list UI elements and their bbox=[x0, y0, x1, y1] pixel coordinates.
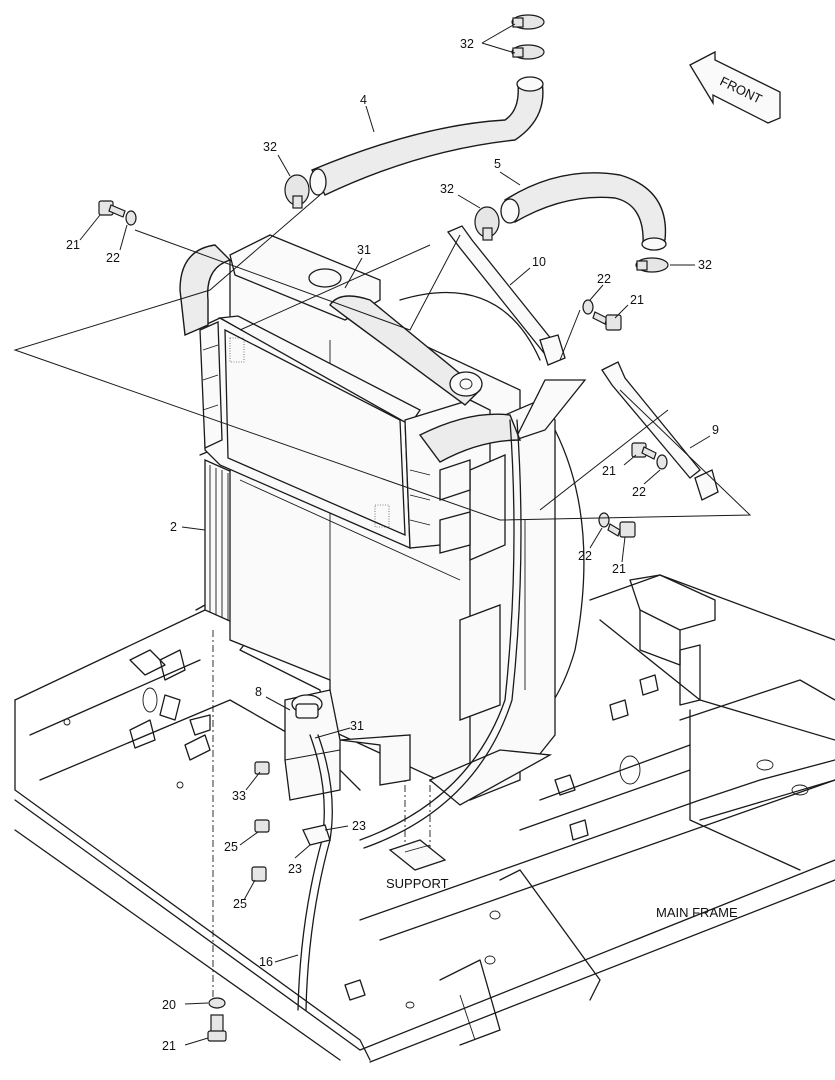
upper-hose-4 bbox=[309, 76, 544, 196]
reserve-tank bbox=[284, 689, 411, 801]
callout-31: 31 bbox=[357, 243, 371, 257]
front-direction-arrow: FRONT bbox=[689, 50, 781, 124]
callout-21: 21 bbox=[612, 562, 626, 576]
callout-23: 23 bbox=[288, 862, 302, 876]
callout-labels: 32 4 32 5 32 32 21 22 31 10 22 21 9 21 2… bbox=[66, 37, 719, 1053]
fasteners bbox=[98, 200, 668, 1042]
hose-clamps bbox=[284, 14, 669, 273]
overflow-hose bbox=[297, 419, 522, 1011]
callout-25: 25 bbox=[233, 897, 247, 911]
captions: SUPPORT MAIN FRAME bbox=[386, 876, 738, 920]
callout-21: 21 bbox=[162, 1039, 176, 1053]
core-grid-left bbox=[229, 337, 245, 363]
main-frame-caption: MAIN FRAME bbox=[656, 905, 738, 920]
callout-22: 22 bbox=[632, 485, 646, 499]
callout-20: 20 bbox=[162, 998, 176, 1012]
main-frame bbox=[14, 574, 835, 1063]
callout-32: 32 bbox=[263, 140, 277, 154]
hose-5 bbox=[500, 172, 667, 251]
leader-lines bbox=[13, 23, 752, 1046]
callout-33: 33 bbox=[232, 789, 246, 803]
callout-4: 4 bbox=[360, 93, 367, 107]
callout-8: 8 bbox=[255, 685, 262, 699]
callout-22: 22 bbox=[578, 549, 592, 563]
callout-22: 22 bbox=[106, 251, 120, 265]
radiator-cap bbox=[308, 268, 342, 288]
radiator-assembly bbox=[179, 234, 587, 806]
callout-32: 32 bbox=[440, 182, 454, 196]
core-grid-right bbox=[374, 504, 390, 528]
callout-9: 9 bbox=[712, 423, 719, 437]
callout-23: 23 bbox=[352, 819, 366, 833]
callout-21: 21 bbox=[602, 464, 616, 478]
callout-22: 22 bbox=[597, 272, 611, 286]
callout-5: 5 bbox=[494, 157, 501, 171]
callout-32: 32 bbox=[698, 258, 712, 272]
callout-25: 25 bbox=[224, 840, 238, 854]
support-caption: SUPPORT bbox=[386, 876, 449, 891]
callout-21: 21 bbox=[66, 238, 80, 252]
callout-16: 16 bbox=[259, 955, 273, 969]
callout-10: 10 bbox=[532, 255, 546, 269]
callout-32: 32 bbox=[460, 37, 474, 51]
callout-21: 21 bbox=[630, 293, 644, 307]
callout-2: 2 bbox=[170, 520, 177, 534]
callout-31: 31 bbox=[350, 719, 364, 733]
